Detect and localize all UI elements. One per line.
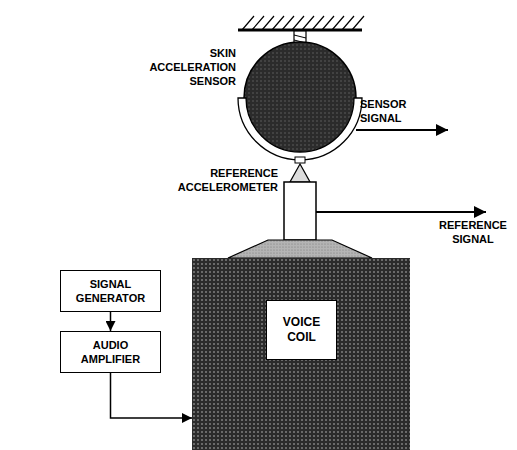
ceiling-hatch bbox=[242, 16, 364, 30]
node-text: AUDIO AMPLIFIER bbox=[69, 338, 152, 366]
contact-cone bbox=[290, 164, 310, 182]
node-text: VOICE COIL bbox=[275, 315, 328, 345]
signal-wire bbox=[110, 312, 112, 331]
reference-signal-arrow bbox=[316, 211, 486, 213]
signal-wire bbox=[111, 373, 193, 418]
coil-window: VOICE COIL bbox=[266, 300, 337, 360]
audio-amplifier-box: AUDIO AMPLIFIER bbox=[60, 331, 161, 373]
part-label: REFERENCE ACCELEROMETER bbox=[166, 166, 278, 194]
shaker-body: VOICE COIL bbox=[192, 258, 410, 450]
node-text: SIGNAL GENERATOR bbox=[69, 277, 152, 305]
part-label: SKIN ACCELERATION SENSOR bbox=[128, 46, 236, 88]
sensor-tab bbox=[295, 157, 305, 163]
reference-accelerometer bbox=[284, 182, 316, 240]
signal-generator-box: SIGNAL GENERATOR bbox=[60, 270, 161, 312]
sensor-band bbox=[238, 98, 362, 160]
signal-label: REFERENCE SIGNAL bbox=[434, 218, 512, 246]
signal-label: SENSOR SIGNAL bbox=[360, 97, 430, 125]
shaker-table bbox=[228, 240, 372, 258]
sensor-signal-arrow bbox=[356, 129, 448, 131]
